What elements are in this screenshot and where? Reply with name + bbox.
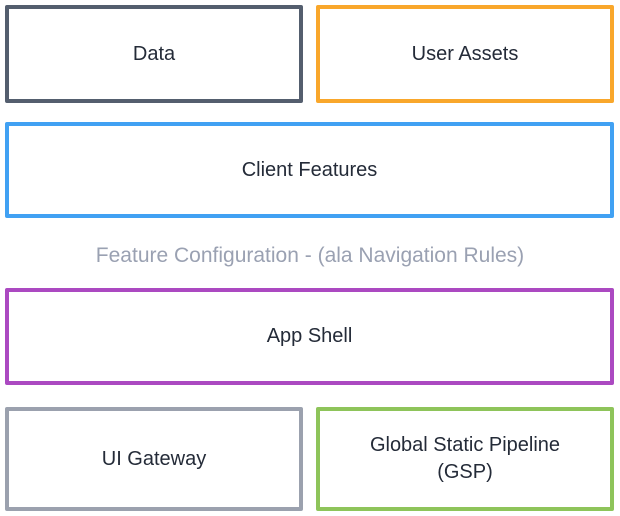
feature-configuration-annotation-label: Feature Configuration - (ala Navigation … (95, 244, 525, 267)
box-app-shell-label: App Shell (266, 325, 353, 347)
box-global-static-pipeline-label: Global Static Pipeline (GSP) (369, 434, 561, 483)
feature-configuration-annotation: Feature Configuration - (ala Navigation … (0, 241, 620, 271)
box-global-static-pipeline: Global Static Pipeline (GSP) (316, 407, 614, 511)
box-ui-gateway: UI Gateway (5, 407, 303, 511)
box-ui-gateway-label: UI Gateway (101, 447, 207, 470)
box-client-features: Client Features (5, 122, 614, 218)
box-user-assets: User Assets (316, 5, 614, 103)
box-data: Data (5, 5, 303, 103)
box-app-shell: App Shell (5, 288, 614, 385)
box-data-label: Data (132, 42, 176, 65)
box-client-features-label: Client Features (241, 158, 378, 181)
box-user-assets-label: User Assets (411, 42, 519, 65)
